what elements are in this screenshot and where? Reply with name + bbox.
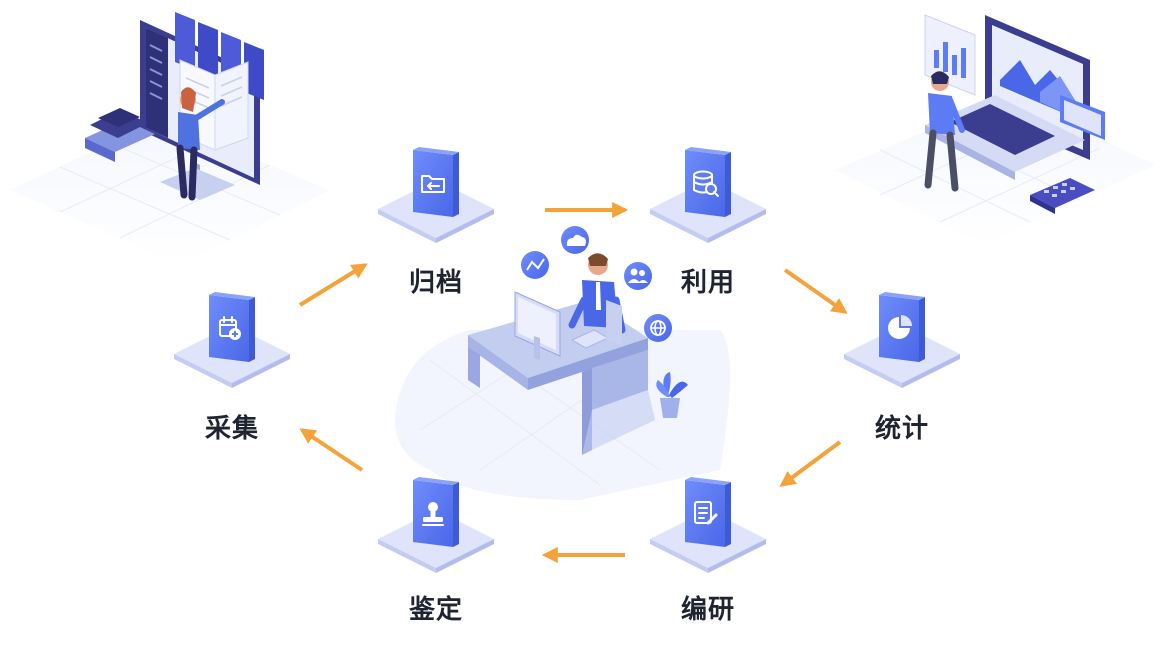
stage-label-collect: 采集 [204,414,260,444]
scene-central-desk [395,226,730,500]
stage-label-stats: 统计 [874,414,930,444]
flow-arrow-appraise-to-collect [299,428,364,472]
folder-transfer-icon [421,175,445,193]
flow-arrow-use-to-stats [783,268,848,314]
stage-label-archive: 归档 [408,268,464,298]
cloud-bubble-icon [561,226,589,254]
stage-tile-stats [844,292,960,388]
scene-study-monitor [10,12,330,265]
pie-chart-icon [888,315,912,339]
flow-arrow-stats-to-compile [779,440,842,487]
calendar-plus-icon [219,316,241,340]
stamp-icon [422,502,444,526]
flow-arrows [298,202,848,563]
stage-label-compile: 编研 [680,595,736,625]
stage-tile-archive [378,147,494,243]
globe-bubble-icon [644,314,672,342]
users-bubble-icon [624,262,652,290]
stage-tile-collect [174,292,290,388]
stage-label-use: 利用 [680,268,736,298]
stage-tile-appraise [378,477,494,573]
trend-bubble-icon [521,251,549,279]
flow-arrow-collect-to-archive [298,263,368,307]
stage-tiles [174,147,960,573]
stage-tile-use [650,147,766,243]
stage-tile-compile [650,477,766,573]
scene-analytics-laptop [835,14,1155,245]
database-search-icon [693,170,719,197]
plant-decoration [656,372,688,418]
document-edit-icon [694,501,718,525]
stage-label-appraise: 鉴定 [408,595,464,625]
